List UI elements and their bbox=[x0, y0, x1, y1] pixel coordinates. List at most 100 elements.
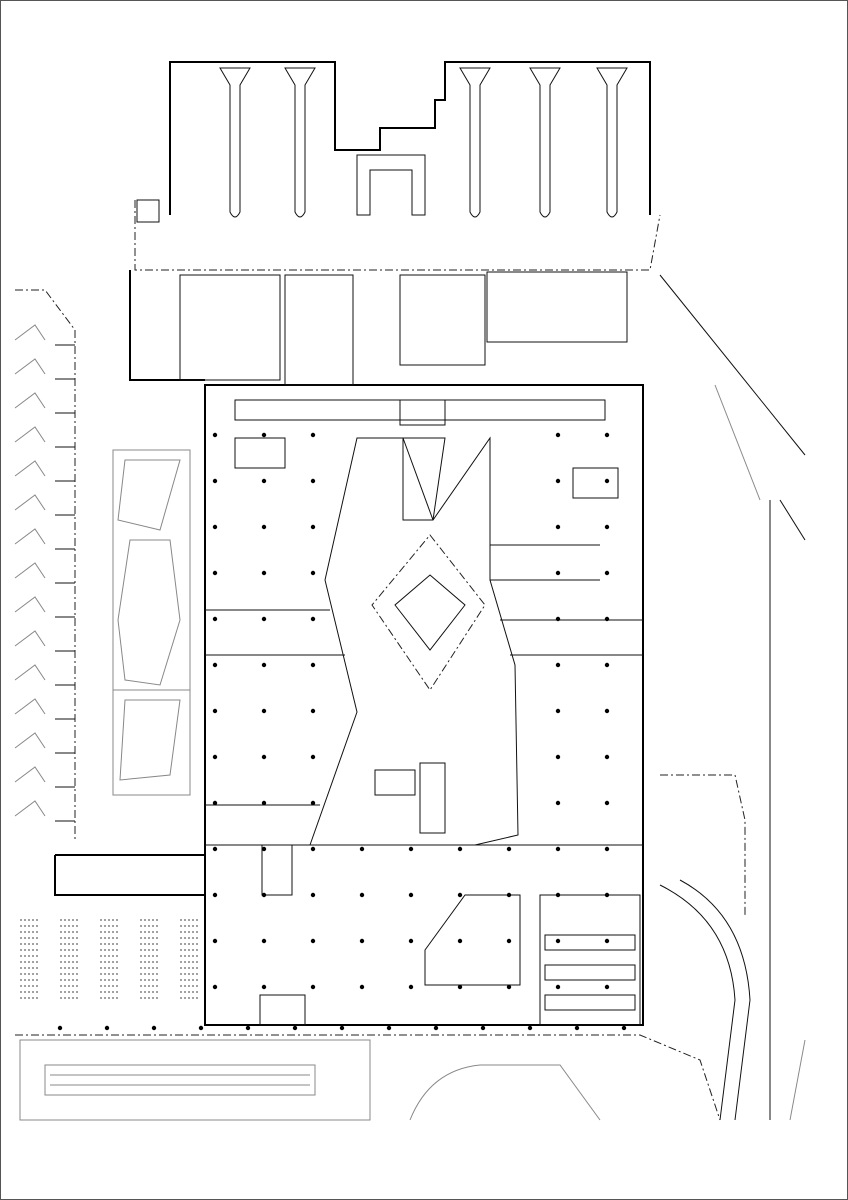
column bbox=[261, 754, 267, 760]
column bbox=[212, 432, 218, 438]
column bbox=[261, 478, 267, 484]
main-building bbox=[129, 270, 644, 1026]
column bbox=[506, 892, 512, 898]
column bbox=[310, 984, 316, 990]
column bbox=[310, 800, 316, 806]
column bbox=[359, 984, 365, 990]
column bbox=[310, 570, 316, 576]
column bbox=[339, 1025, 345, 1031]
column bbox=[212, 984, 218, 990]
column bbox=[310, 616, 316, 622]
column bbox=[212, 800, 218, 806]
column bbox=[212, 524, 218, 530]
column bbox=[408, 846, 414, 852]
column bbox=[604, 432, 610, 438]
column bbox=[212, 570, 218, 576]
column bbox=[359, 846, 365, 852]
column bbox=[310, 524, 316, 530]
column bbox=[457, 938, 463, 944]
column bbox=[506, 938, 512, 944]
column bbox=[310, 938, 316, 944]
truck-bay bbox=[219, 67, 251, 218]
column bbox=[555, 570, 561, 576]
column bbox=[457, 846, 463, 852]
parking-stall bbox=[14, 800, 46, 817]
column bbox=[212, 846, 218, 852]
column bbox=[604, 570, 610, 576]
column bbox=[198, 1025, 204, 1031]
column bbox=[457, 892, 463, 898]
parking-stall bbox=[14, 392, 46, 409]
column bbox=[261, 662, 267, 668]
column bbox=[604, 846, 610, 852]
parking-stall bbox=[14, 732, 46, 749]
column bbox=[555, 616, 561, 622]
column bbox=[359, 892, 365, 898]
column bbox=[480, 1025, 486, 1031]
column bbox=[555, 892, 561, 898]
column bbox=[574, 1025, 580, 1031]
column bbox=[310, 846, 316, 852]
column bbox=[310, 892, 316, 898]
parking-stall bbox=[14, 460, 46, 477]
column bbox=[359, 938, 365, 944]
column bbox=[527, 1025, 533, 1031]
column bbox=[621, 1025, 627, 1031]
column bbox=[555, 800, 561, 806]
column bbox=[104, 1025, 110, 1031]
column bbox=[555, 846, 561, 852]
column bbox=[604, 662, 610, 668]
truck-bay bbox=[284, 67, 316, 218]
parking-stall bbox=[14, 562, 46, 579]
column bbox=[506, 846, 512, 852]
column bbox=[604, 478, 610, 484]
column bbox=[604, 616, 610, 622]
truck-bay bbox=[459, 67, 491, 218]
column bbox=[261, 708, 267, 714]
column bbox=[261, 984, 267, 990]
parking-stall bbox=[14, 426, 46, 443]
column bbox=[151, 1025, 157, 1031]
column bbox=[604, 984, 610, 990]
atrium bbox=[309, 436, 519, 846]
parking-stall bbox=[14, 358, 46, 375]
column bbox=[261, 800, 267, 806]
column bbox=[555, 432, 561, 438]
column bbox=[555, 478, 561, 484]
column bbox=[457, 984, 463, 990]
column bbox=[310, 478, 316, 484]
parking-stall bbox=[14, 698, 46, 715]
column bbox=[261, 432, 267, 438]
column bbox=[212, 662, 218, 668]
column bbox=[261, 892, 267, 898]
column bbox=[212, 616, 218, 622]
column bbox=[386, 1025, 392, 1031]
column bbox=[310, 754, 316, 760]
column bbox=[261, 570, 267, 576]
column bbox=[555, 938, 561, 944]
column bbox=[604, 524, 610, 530]
column bbox=[292, 1025, 298, 1031]
column bbox=[555, 524, 561, 530]
column bbox=[212, 892, 218, 898]
column bbox=[408, 984, 414, 990]
column bbox=[555, 984, 561, 990]
column bbox=[604, 938, 610, 944]
column bbox=[408, 938, 414, 944]
column bbox=[212, 708, 218, 714]
parking-stall bbox=[14, 324, 46, 341]
truck-bay bbox=[596, 67, 628, 218]
truck-bay bbox=[356, 154, 426, 216]
truck-bays bbox=[219, 67, 628, 218]
column bbox=[310, 432, 316, 438]
column bbox=[310, 662, 316, 668]
column bbox=[555, 662, 561, 668]
loading-dock bbox=[134, 61, 661, 271]
column bbox=[261, 938, 267, 944]
column bbox=[57, 1025, 63, 1031]
column bbox=[212, 938, 218, 944]
column bbox=[261, 524, 267, 530]
column bbox=[555, 708, 561, 714]
parking-stall bbox=[14, 664, 46, 681]
